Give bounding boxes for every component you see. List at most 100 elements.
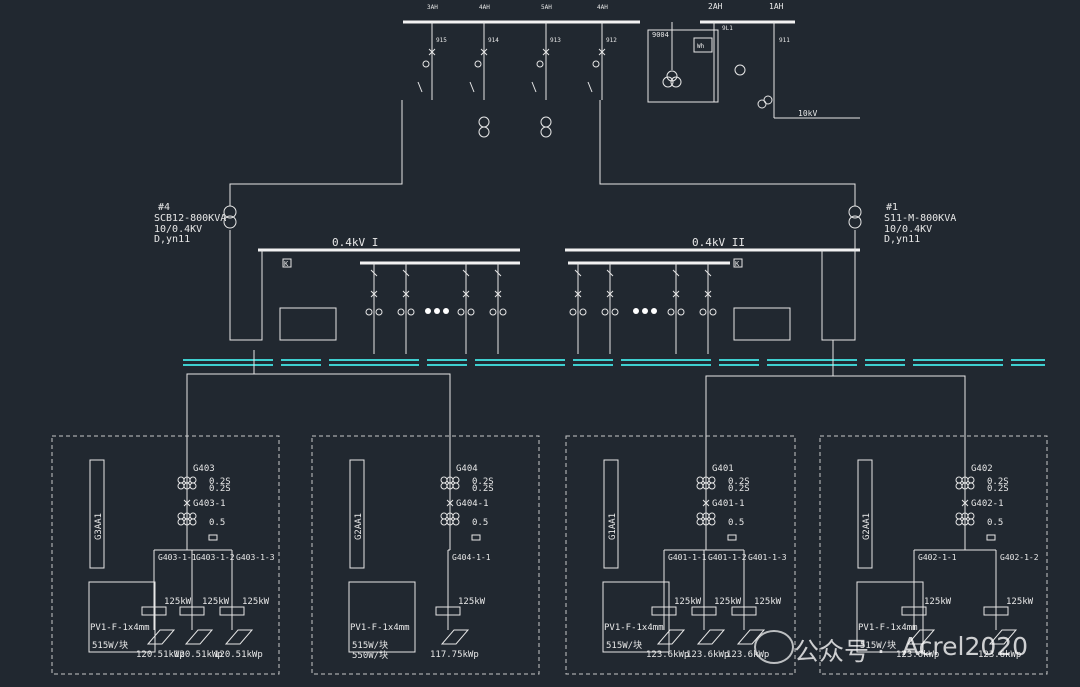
module-spec-label: 515W/块 xyxy=(92,639,128,651)
k-box-1 xyxy=(282,258,292,268)
switch-911: 911 xyxy=(779,37,790,44)
ct-coil-icon xyxy=(440,482,448,490)
solar-panel-icon xyxy=(988,629,1018,645)
inverter-icon xyxy=(731,606,757,616)
lv-to-g401 xyxy=(705,340,834,436)
ct-coil-icon xyxy=(708,482,716,490)
pv-capacity-label: 123.6kWp xyxy=(726,650,769,660)
ct-coil-icon xyxy=(189,518,197,526)
ct-coil-icon xyxy=(967,476,975,484)
ct-coil-icon xyxy=(955,512,963,520)
inverter-icon xyxy=(179,606,205,616)
solar-panel-icon xyxy=(440,629,470,645)
panel-id-box xyxy=(603,459,619,569)
t4-group: D,yn11 xyxy=(154,234,190,245)
ct-coil-icon xyxy=(440,518,448,526)
module-spec-label-2: 550W/块 xyxy=(352,649,388,661)
breaker-cross xyxy=(428,48,436,56)
aux-transformer-icon xyxy=(478,126,490,138)
inverter-icon xyxy=(691,606,717,616)
pt-transformer-icon xyxy=(666,70,678,82)
ct-coil-icon xyxy=(967,512,975,520)
hv-switch-label: 912 xyxy=(606,37,617,44)
hv-ct-icon xyxy=(592,60,600,68)
inverter-kw-label: 125kW xyxy=(164,597,192,607)
aux-transformer-icon xyxy=(540,126,552,138)
lv-ct-icon xyxy=(601,308,609,316)
ct-coil-icon xyxy=(955,482,963,490)
lv-feeders xyxy=(365,263,717,354)
pv-capacity-label: 120.51kWp xyxy=(174,650,223,660)
pv-switch-label: G404 xyxy=(456,464,478,474)
ct-coil-icon xyxy=(696,518,704,526)
breaker-cross xyxy=(702,499,710,507)
more-feeders-dots-2 xyxy=(633,308,657,314)
solar-panel-icon xyxy=(696,629,726,645)
hv-panel-tag: 4AH xyxy=(479,4,490,11)
lv-to-g402 xyxy=(833,375,966,436)
t1-group: D,yn11 xyxy=(884,234,920,245)
pv-block-frame xyxy=(311,435,540,675)
inverter-kw-label: 125kW xyxy=(1006,597,1034,607)
solar-panel-icon xyxy=(736,629,766,645)
lv-ct-icon xyxy=(709,308,717,316)
inverter-kw-label: 125kW xyxy=(674,597,702,607)
incomer-ct-icon-2 xyxy=(757,99,767,109)
k-box-2 xyxy=(733,258,743,268)
ct-coil-icon xyxy=(177,518,185,526)
pt-transformer-icon-3 xyxy=(670,76,682,88)
inverter-kw-label: 125kW xyxy=(202,597,230,607)
lv-bus-2-label: 0.4kV II xyxy=(692,236,745,249)
breaker-cross xyxy=(370,290,378,298)
pv-capacity-label: 123.6kWp xyxy=(896,650,939,660)
ct-coil-icon xyxy=(189,476,197,484)
lv-ct-icon xyxy=(365,308,373,316)
fuse-icon xyxy=(727,534,737,541)
ct-coil-icon xyxy=(177,512,185,520)
ct-coil-icon xyxy=(189,482,197,490)
inverter-kw-label: 125kW xyxy=(714,597,742,607)
aux-transformer-icon xyxy=(540,116,552,128)
incoming-10kv-label: 10kV xyxy=(798,109,817,118)
lv-ct-icon xyxy=(667,308,675,316)
pv-blocks: G3AA1G4030.2S0.2SG403-10.5G403-1-1125kW1… xyxy=(51,435,1048,675)
panel-tag-2ah: 2AH xyxy=(708,2,723,11)
pv-branch-label: G401-1-2 xyxy=(708,553,747,562)
ct-class-label-2: 0.2S xyxy=(987,484,1009,494)
fuse-icon xyxy=(471,534,481,541)
ct-coil-icon xyxy=(189,512,197,520)
panel-tag-1ah: 1AH xyxy=(769,2,784,11)
watermark-prefix: 公众号 · xyxy=(794,637,885,666)
cable-spec-label: PV1-F-1x4mm xyxy=(604,623,664,633)
inverter-icon xyxy=(219,606,245,616)
capacitor-cabinet-1 xyxy=(279,307,337,341)
inverter-kw-label: 125kW xyxy=(242,597,270,607)
panel-id-box xyxy=(89,459,105,569)
hv-panel-tag: 5AH xyxy=(541,4,552,11)
switch-9l1: 9L1 xyxy=(722,25,733,32)
lv-ct-icon xyxy=(407,308,415,316)
breaker-cross xyxy=(183,499,191,507)
feeder-to-t4 xyxy=(229,100,403,206)
solar-panel-icon xyxy=(146,629,176,645)
inverter-icon xyxy=(901,606,927,616)
hv-earth-switch xyxy=(469,81,475,93)
ct-coil-icon xyxy=(452,482,460,490)
ct-coil-icon xyxy=(955,476,963,484)
breaker-cross xyxy=(480,48,488,56)
panel-id: G3AA1 xyxy=(94,513,104,540)
lv-ct-icon xyxy=(375,308,383,316)
meter-icon xyxy=(734,64,746,76)
lv-ct-icon xyxy=(579,308,587,316)
t4-id: #4 xyxy=(158,202,170,213)
incomer-ct-icon xyxy=(763,95,773,105)
pv-block: G3AA1G4030.2S0.2SG403-10.5G403-1-1125kW1… xyxy=(51,435,280,675)
pv-branch-label: G404-1-1 xyxy=(452,553,491,562)
panel-id: G2AA1 xyxy=(862,513,872,540)
cable-spec-label: PV1-F-1x4mm xyxy=(90,623,150,633)
pv-capacity-label: 117.75kWp xyxy=(430,650,479,660)
pv-switch-label: G403 xyxy=(193,464,215,474)
lv-ct-icon xyxy=(499,308,507,316)
hv-ct-icon xyxy=(422,60,430,68)
